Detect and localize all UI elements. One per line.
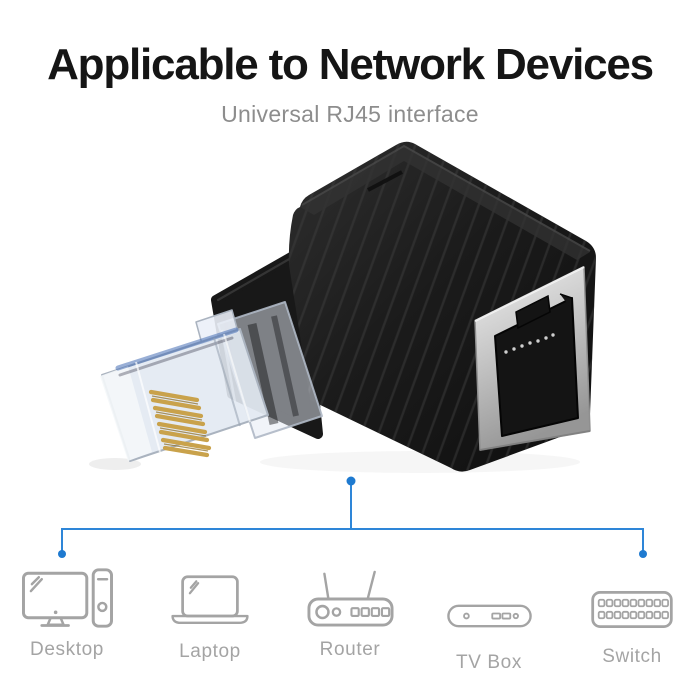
device-column-laptop: Laptop bbox=[150, 566, 270, 663]
device-label: Laptop bbox=[179, 641, 241, 662]
switch-icon bbox=[591, 566, 673, 635]
device-label: TV Box bbox=[456, 652, 522, 673]
page-subtitle: Universal RJ45 interface bbox=[221, 101, 479, 127]
port-contacts bbox=[504, 333, 555, 354]
router-icon bbox=[306, 566, 395, 628]
adapter-female-port bbox=[474, 266, 591, 451]
laptop-icon bbox=[168, 566, 252, 630]
device-column-router: Router bbox=[290, 566, 410, 661]
device-column-switch: Switch bbox=[572, 566, 692, 668]
device-label: Router bbox=[319, 639, 381, 660]
connector-bracket bbox=[61, 483, 644, 553]
page-title: Applicable to Network Devices bbox=[47, 40, 654, 89]
device-label: Switch bbox=[602, 646, 662, 667]
connector-dots bbox=[58, 476, 647, 558]
desktop-icon bbox=[21, 566, 113, 628]
device-column-desktop: Desktop bbox=[7, 566, 127, 661]
device-column-tv-box: TV Box bbox=[429, 566, 549, 674]
plug-gold-contacts bbox=[148, 389, 212, 458]
adapter-male-plug bbox=[100, 309, 269, 462]
tv-box-icon bbox=[446, 566, 532, 641]
device-label: Desktop bbox=[30, 639, 104, 660]
